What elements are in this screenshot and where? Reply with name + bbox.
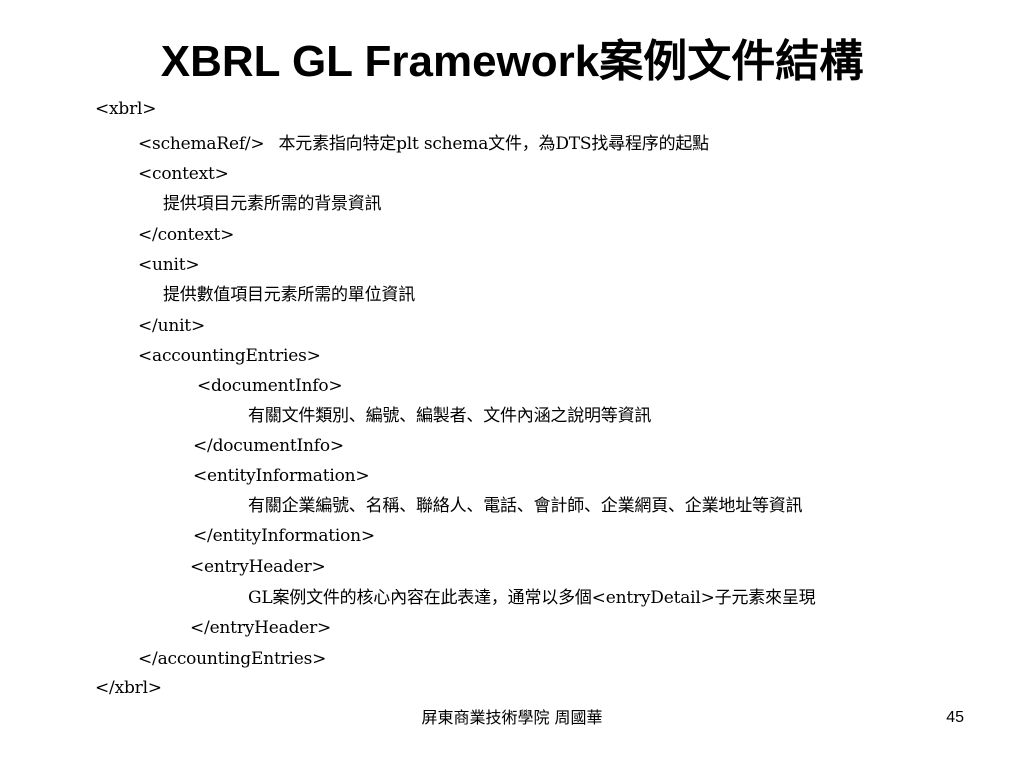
- xml-line-entityinformation-open: <entityInformation>: [193, 466, 370, 486]
- xml-line-entryheader-description: GL案例文件的核心內容在此表達，通常以多個<entryDetail>子元素來呈現: [248, 588, 816, 608]
- schemaref-description: 本元素指向特定plt schema文件，為DTS找尋程序的起點: [278, 134, 709, 154]
- schemaref-tag: <schemaRef/>: [138, 134, 265, 154]
- xml-line-unit-description: 提供數值項目元素所需的單位資訊: [163, 285, 415, 305]
- footer-author: 屏東商業技術學院 周國華: [421, 708, 603, 727]
- xml-line-accountingentries-close: </accountingEntries>: [138, 649, 327, 669]
- xml-line-documentinfo-close: </documentInfo>: [193, 436, 344, 456]
- xml-line-context-description: 提供項目元素所需的背景資訊: [163, 194, 382, 214]
- xml-line-entryheader-close: </entryHeader>: [190, 618, 332, 638]
- xml-line-xbrl-open: <xbrl>: [95, 99, 157, 119]
- xml-line-xbrl-close: </xbrl>: [95, 678, 162, 698]
- xml-line-documentinfo-open: <documentInfo>: [197, 376, 343, 396]
- xml-line-accountingentries-open: <accountingEntries>: [138, 346, 321, 366]
- xml-line-entityinformation-description: 有關企業編號、名稱、聯絡人、電話、會計師、企業網頁、企業地址等資訊: [248, 496, 803, 516]
- xml-line-context-close: </context>: [138, 225, 235, 245]
- xml-line-documentinfo-description: 有關文件類別、編號、編製者、文件內涵之說明等資訊: [248, 406, 652, 426]
- xml-line-unit-open: <unit>: [138, 255, 200, 275]
- xml-line-entryheader-open: <entryHeader>: [190, 557, 326, 577]
- page-number: 45: [946, 709, 964, 726]
- xml-line-schemaref: <schemaRef/> 本元素指向特定plt schema文件，為DTS找尋程序…: [138, 133, 709, 155]
- xml-line-context-open: <context>: [138, 164, 229, 184]
- xml-line-unit-close: </unit>: [138, 316, 205, 336]
- xml-line-entityinformation-close: </entityInformation>: [193, 526, 375, 546]
- slide-title: XBRL GL Framework案例文件結構: [160, 37, 864, 86]
